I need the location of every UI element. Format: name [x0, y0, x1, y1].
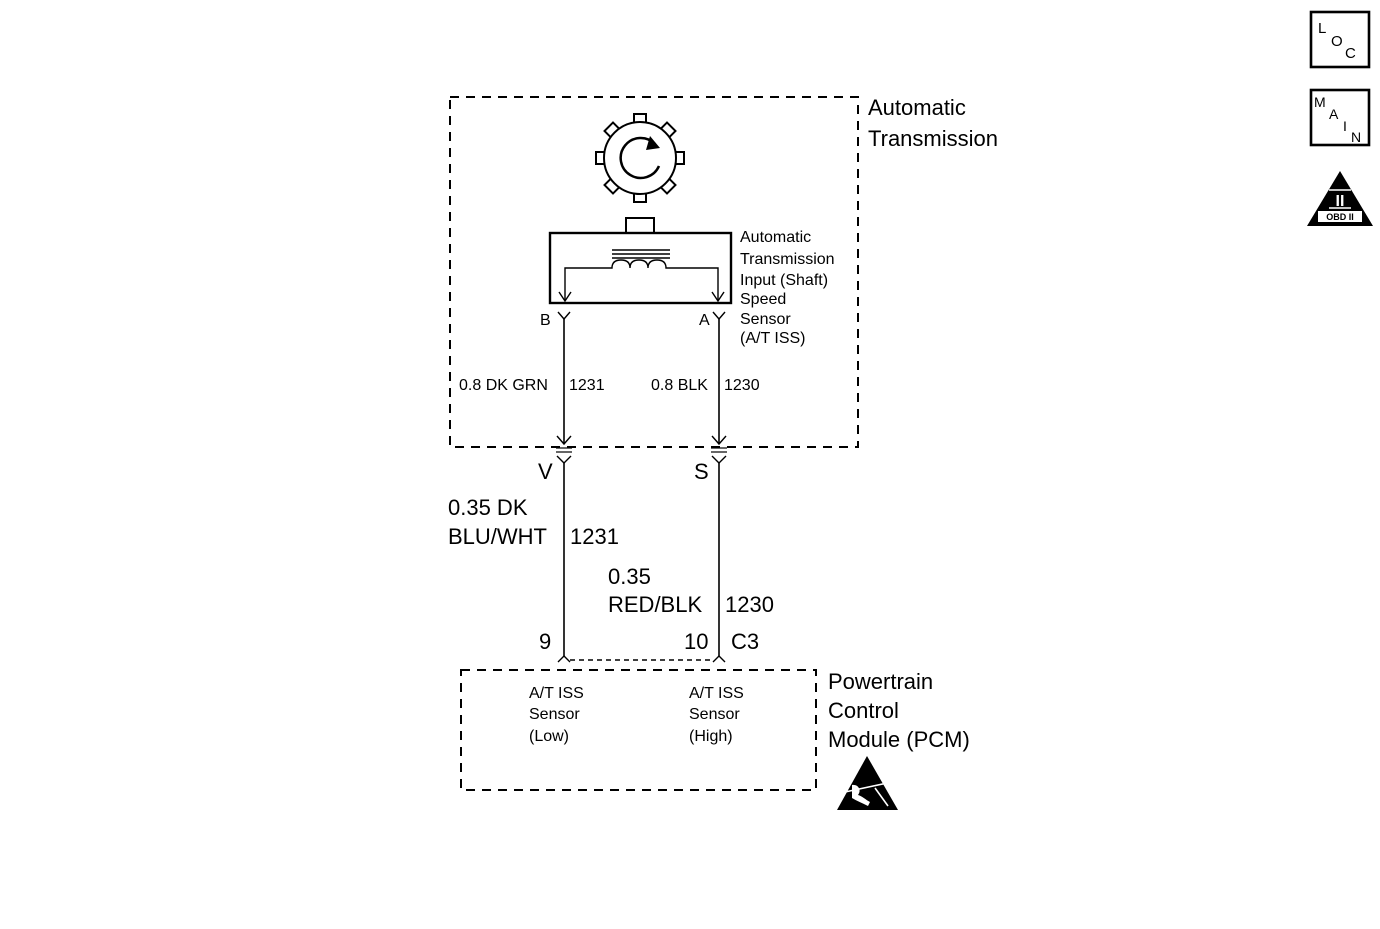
svg-text:L: L [1318, 20, 1326, 37]
upper-connector-pin-v: V [538, 459, 553, 484]
sensor-label-line2: Transmission [740, 251, 835, 268]
pcm-low-label-line1: A/T ISS [529, 685, 584, 702]
sensor-label-line3: Input (Shaft) [740, 272, 828, 289]
wire-left-internal-label: 0.8 DK GRN [459, 377, 548, 394]
pcm-high-label-line2: Sensor [689, 706, 740, 723]
sensor-label: Automatic Transmission Input (Shaft) Spe… [740, 229, 835, 347]
wire-right-external-line1: 0.35 [608, 564, 651, 589]
pcm-title-line1: Powertrain [828, 669, 933, 694]
wire-left-external-line1: 0.35 DK [448, 495, 528, 520]
pcm-high-label-line1: A/T ISS [689, 685, 744, 702]
pcm-boundary [460, 669, 817, 791]
pcm-pin-9: 9 [539, 629, 551, 654]
svg-text:O: O [1331, 33, 1343, 50]
wire-right-internal-label: 0.8 BLK [651, 377, 708, 394]
pcm-pin-10: 10 [684, 629, 708, 654]
upper-connector-pin-s: S [694, 459, 709, 484]
svg-text:C: C [1345, 45, 1356, 62]
sensor-pin-b: B [540, 312, 551, 329]
svg-text:N: N [1351, 129, 1361, 145]
pcm-low-label-line2: Sensor [529, 706, 580, 723]
transmission-title-line2: Transmission [868, 126, 998, 151]
svg-text:M: M [1314, 94, 1326, 110]
wire-left-external-line2: BLU/WHT [448, 524, 547, 549]
svg-text:II: II [1336, 193, 1345, 210]
sensor-label-line5: Sensor [740, 311, 791, 328]
pcm-title-line3: Module (PCM) [828, 727, 970, 752]
coil-icon [558, 249, 725, 303]
transmission-boundary [449, 96, 859, 448]
pcm-title-line2: Control [828, 698, 899, 723]
wire-right-internal-circuit: 1230 [724, 377, 760, 394]
rotating-gear-icon [595, 113, 685, 203]
sensor-pin-a: A [699, 312, 710, 329]
svg-text:OBD II: OBD II [1326, 212, 1354, 222]
connector-symbol-a [712, 311, 726, 321]
connector-symbol-b [557, 311, 571, 321]
pcm-pin-10-symbol [712, 655, 726, 663]
sensor-tip [625, 217, 655, 234]
pcm-connector-c3: C3 [731, 629, 759, 654]
wire-left-external-circuit: 1231 [570, 524, 619, 549]
pcm-high-label-line3: (High) [689, 728, 733, 745]
main-icon[interactable]: M A I N [1309, 88, 1371, 147]
pcm-pin-9-symbol [557, 655, 571, 663]
sensor-label-line6: (A/T ISS) [740, 330, 806, 347]
wire-right-external-line2: RED/BLK [608, 592, 702, 617]
wire-right-external-circuit: 1230 [725, 592, 774, 617]
esd-warning-icon [837, 756, 898, 810]
svg-text:A: A [1329, 106, 1339, 122]
transmission-title-line1: Automatic [868, 95, 966, 120]
pcm-low-label-line3: (Low) [529, 728, 569, 745]
sensor-label-line1: Automatic [740, 229, 811, 246]
obd-ii-icon[interactable]: II OBD II [1307, 171, 1373, 226]
sensor-label-line4: Speed [740, 291, 786, 308]
wire-left-internal-circuit: 1231 [569, 377, 605, 394]
svg-text:I: I [1343, 118, 1347, 134]
loc-icon[interactable]: L O C [1309, 10, 1371, 69]
